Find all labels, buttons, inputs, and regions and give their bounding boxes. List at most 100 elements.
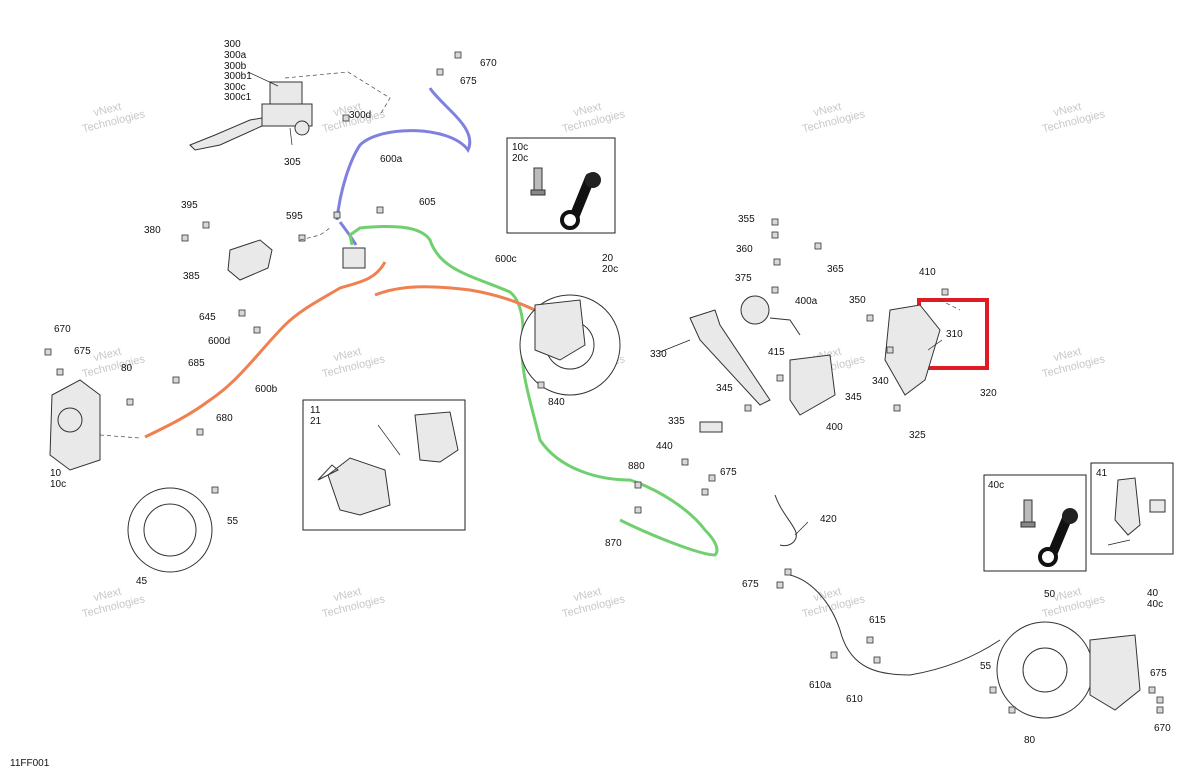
label-610: 610: [846, 694, 863, 705]
detail-box-brake-pads-41: 41: [1090, 462, 1174, 555]
bleeder-cap-icon: [1038, 508, 1078, 567]
label-55-left: 55: [227, 516, 239, 527]
leader-lines: [247, 71, 943, 536]
box-label-41: 41: [1096, 468, 1108, 479]
label-440: 440: [656, 441, 673, 452]
label-400: 400: [826, 422, 843, 433]
bracket-385: [227, 239, 273, 281]
label-400a: 400a: [795, 296, 818, 307]
label-50: 50: [1044, 589, 1056, 600]
pad-spring-icon: [317, 464, 339, 481]
label-420: 420: [820, 514, 837, 525]
part-labels: 300 300a 300b 300b1 300c 300c1 305 600a …: [10, 39, 1171, 769]
bolt-icon: [376, 206, 384, 214]
bleeder-cap-icon: [560, 172, 601, 230]
rear-brake-line-610: [789, 574, 1001, 676]
bolt-icon: [253, 326, 261, 334]
bolt-icon: [196, 428, 204, 436]
label-330: 330: [650, 349, 667, 360]
label-325: 325: [909, 430, 926, 441]
label-675-left: 675: [74, 346, 91, 357]
junction-block: [342, 247, 366, 269]
label-300b1: 300b1: [224, 71, 252, 82]
bolt-icon: [866, 636, 874, 644]
bolt-icon: [537, 381, 545, 389]
front-caliper-left: [49, 379, 101, 471]
label-410: 410: [919, 267, 936, 278]
label-300c: 300c: [224, 82, 246, 93]
bracket-310: [884, 304, 941, 396]
label-600d: 600d: [208, 336, 230, 347]
hose-600a-blue: [335, 87, 472, 246]
master-cylinder-front: [189, 81, 313, 151]
brake-pad-icon: [1114, 477, 1141, 536]
bolt-icon: [866, 314, 874, 322]
label-880: 880: [628, 461, 645, 472]
assembly-lines: [99, 71, 961, 439]
bolt-icon: [814, 242, 822, 250]
bolt-icon: [708, 474, 716, 482]
bolt-icon: [776, 374, 784, 382]
box-label-11: 11: [310, 405, 321, 416]
label-305: 305: [284, 157, 301, 168]
label-610a: 610a: [809, 680, 832, 691]
bolt-icon: [776, 581, 784, 589]
label-40c: 40c: [1147, 599, 1163, 610]
label-600a: 600a: [380, 154, 403, 165]
bolt-icon: [886, 346, 894, 354]
bolt-icon: [126, 398, 134, 406]
box-label-21: 21: [310, 416, 322, 427]
brake-pad-icon: [327, 457, 391, 516]
bolt-icon: [634, 506, 642, 514]
label-675-lower: 675: [742, 579, 759, 590]
bolt-icon: [701, 488, 709, 496]
label-840: 840: [548, 397, 565, 408]
label-375: 375: [735, 273, 752, 284]
bolt-icon: [211, 486, 219, 494]
label-600c: 600c: [495, 254, 517, 265]
bolt-icon: [634, 481, 642, 489]
label-340: 340: [872, 376, 889, 387]
label-320: 320: [980, 388, 997, 399]
label-615: 615: [869, 615, 886, 626]
bolt-icon: [202, 221, 210, 229]
label-360: 360: [736, 244, 753, 255]
label-10c: 10c: [50, 479, 66, 490]
label-20: 20: [602, 253, 614, 264]
bolt-icon: [333, 211, 341, 219]
label-645: 645: [199, 312, 216, 323]
label-380: 380: [144, 225, 161, 236]
bolt-icon: [436, 68, 444, 76]
bolt-icon: [1156, 696, 1164, 704]
label-395: 395: [181, 200, 198, 211]
front-caliper-right: [519, 294, 621, 396]
bolt-icon: [1148, 686, 1156, 694]
bolt-icon: [56, 368, 64, 376]
label-300c1: 300c1: [224, 92, 252, 103]
bolt-icon: [238, 309, 246, 317]
bolt-icon: [454, 51, 462, 59]
bolt-icon: [1008, 706, 1016, 714]
label-415: 415: [768, 347, 785, 358]
bolt-icon: [771, 218, 779, 226]
label-80-right: 80: [1024, 735, 1036, 746]
label-300d: 300d: [349, 110, 371, 121]
bolt-icon: [989, 686, 997, 694]
brake-pedal-330: [689, 309, 771, 433]
label-335: 335: [668, 416, 685, 427]
label-10: 10: [50, 468, 62, 479]
bolt-icon: [298, 234, 306, 242]
bolt-icon: [771, 231, 779, 239]
label-355: 355: [738, 214, 755, 225]
label-20c: 20c: [602, 264, 618, 275]
box-label-40c: 40c: [988, 480, 1004, 491]
brake-switch-wire-420: [774, 494, 797, 547]
detail-box-bleeder-10c-20c: 10c 20c: [506, 137, 616, 234]
rear-master-cylinder-400: [740, 295, 836, 416]
